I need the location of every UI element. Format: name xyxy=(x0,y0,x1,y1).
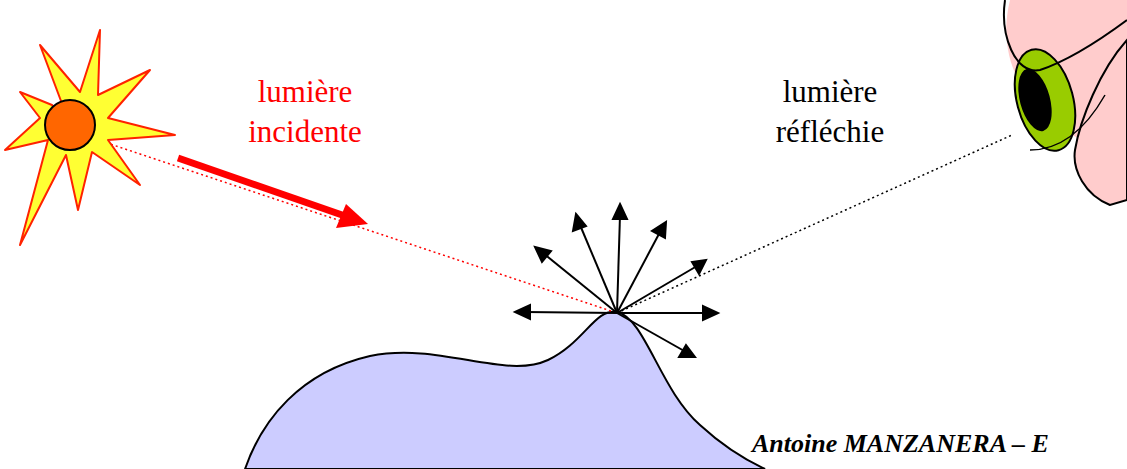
reflected-light-label: lumière réfléchie xyxy=(745,72,915,153)
surface xyxy=(245,312,765,469)
incident-ray xyxy=(92,138,617,313)
incident-arrowhead xyxy=(336,204,368,228)
incident-arrow xyxy=(178,158,345,216)
eye xyxy=(1004,0,1127,205)
incident-light-label: lumière incidente xyxy=(220,72,390,153)
reflected-ray xyxy=(617,135,1012,313)
scatter-arrows xyxy=(515,204,718,357)
author-watermark: Antoine MANZANERA – E xyxy=(752,428,1049,459)
light-source xyxy=(5,30,175,245)
